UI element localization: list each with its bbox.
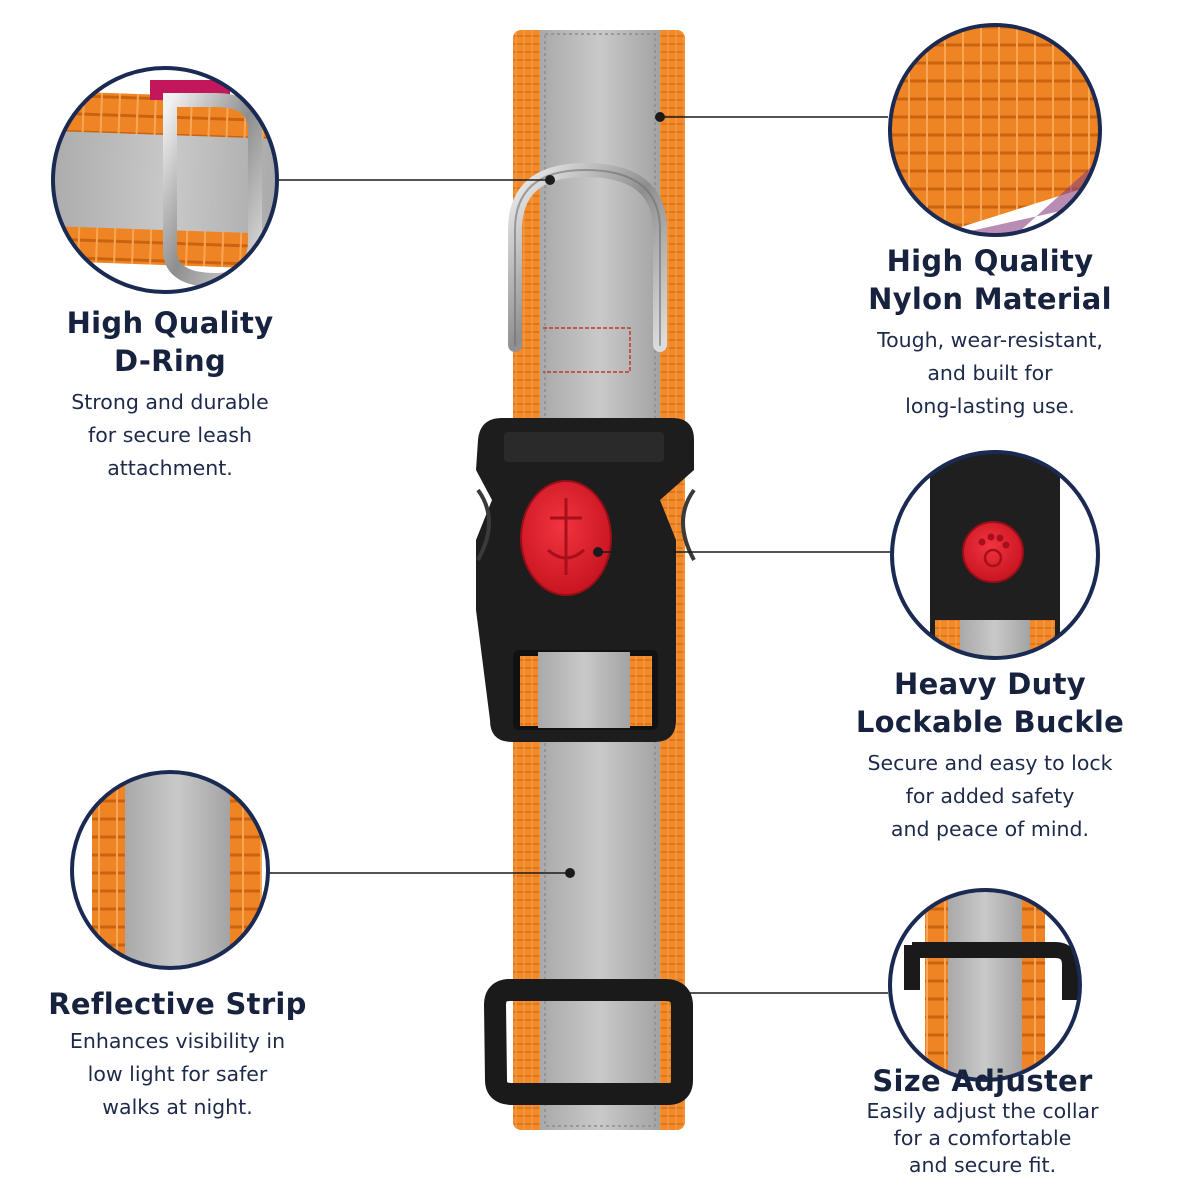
feature-description: Secure and easy to lock for added safety…: [830, 747, 1150, 846]
feature-nylon: High Quality Nylon Material Tough, wear-…: [840, 242, 1140, 423]
pointer-dot: [545, 175, 555, 185]
title-line: Reflective Strip: [48, 987, 307, 1021]
feature-description: Enhances visibility in low light for saf…: [30, 1025, 325, 1124]
title-line: High Quality: [66, 306, 274, 340]
desc-line: long-lasting use.: [905, 394, 1075, 418]
d-ring-illustration: [508, 162, 667, 352]
desc-line: Strong and durable: [71, 390, 269, 414]
title-line: Heavy Duty: [894, 667, 1086, 701]
pointer-dot: [593, 547, 603, 557]
feature-title: Heavy Duty Lockable Buckle: [830, 665, 1150, 741]
desc-line: Easily adjust the collar: [866, 1099, 1099, 1123]
title-line: Lockable Buckle: [855, 705, 1125, 739]
adjuster-illustration: [484, 979, 693, 1105]
desc-line: and built for: [927, 361, 1053, 385]
feature-title: High Quality Nylon Material: [840, 242, 1140, 318]
feature-description: Tough, wear-resistant, and built for lon…: [840, 324, 1140, 423]
pointer-dot: [565, 868, 575, 878]
desc-line: and peace of mind.: [890, 817, 1090, 841]
feature-title: High Quality D-Ring: [20, 304, 320, 380]
desc-line: for a comfortable: [893, 1126, 1072, 1150]
desc-line: walks at night.: [102, 1095, 253, 1119]
reflective-detail-circle: [70, 770, 270, 970]
desc-line: Secure and easy to lock: [867, 751, 1113, 775]
feature-title: Size Adjuster: [835, 1062, 1130, 1100]
desc-line: for secure leash: [88, 423, 252, 447]
nylon-detail-circle: [888, 23, 1102, 237]
feature-description: Easily adjust the collar for a comfortab…: [835, 1098, 1130, 1179]
title-line: Nylon Material: [868, 282, 1112, 316]
pointer-dot: [660, 988, 670, 998]
desc-line: for added safety: [905, 784, 1075, 808]
pointer-dot: [655, 112, 665, 122]
feature-adjuster: Size Adjuster Easily adjust the collar f…: [835, 1062, 1130, 1179]
feature-description: Strong and durable for secure leash atta…: [20, 386, 320, 485]
title-line: Size Adjuster: [872, 1064, 1093, 1098]
desc-line: low light for safer: [87, 1062, 268, 1086]
adjuster-detail-circle: [888, 888, 1082, 1082]
desc-line: and secure fit.: [908, 1153, 1057, 1177]
feature-d-ring: High Quality D-Ring Strong and durable f…: [20, 304, 320, 485]
desc-line: Tough, wear-resistant,: [877, 328, 1103, 352]
buckle-detail-circle: [890, 450, 1100, 660]
buckle-illustration: [476, 418, 696, 742]
leader-lines: [268, 116, 890, 994]
desc-line: attachment.: [107, 456, 233, 480]
feature-reflective: Reflective Strip Enhances visibility in …: [30, 985, 325, 1124]
title-line: D-Ring: [113, 344, 227, 378]
feature-title: Reflective Strip: [30, 985, 325, 1023]
desc-line: Enhances visibility in: [69, 1029, 286, 1053]
d-ring-detail-circle: [51, 66, 279, 294]
title-line: High Quality: [886, 244, 1094, 278]
feature-buckle: Heavy Duty Lockable Buckle Secure and ea…: [830, 665, 1150, 846]
